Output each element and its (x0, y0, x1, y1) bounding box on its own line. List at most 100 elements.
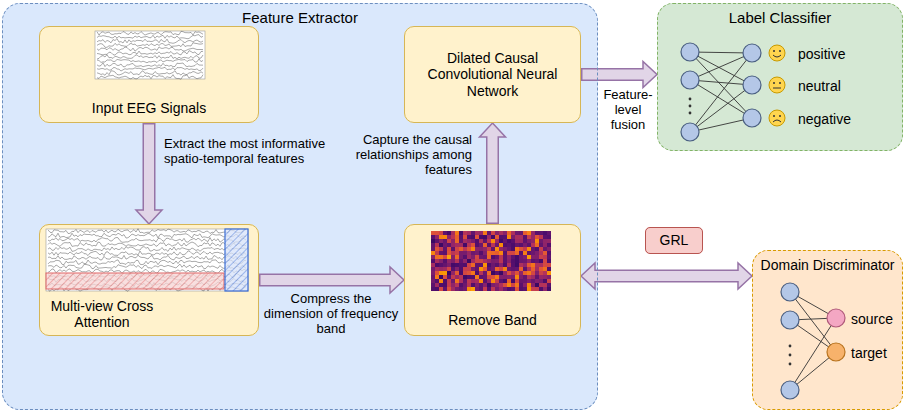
heat-cell (439, 275, 443, 279)
heat-cell (547, 259, 551, 263)
heat-cell (435, 247, 439, 251)
heat-cell (507, 243, 511, 247)
heat-cell (531, 283, 535, 287)
heat-cell (447, 231, 451, 235)
heat-cell (435, 283, 439, 287)
heatmap (431, 231, 551, 291)
heat-cell (463, 231, 467, 235)
heat-cell (447, 247, 451, 251)
heat-cell (503, 255, 507, 259)
heat-cell (543, 271, 547, 275)
heat-cell (539, 235, 543, 239)
flow-arrow (480, 123, 506, 224)
heat-cell (531, 275, 535, 279)
eeg-trace (48, 247, 246, 252)
heat-cell (459, 271, 463, 275)
heat-cell (499, 259, 503, 263)
heat-cell (519, 243, 523, 247)
heat-cell (475, 247, 479, 251)
heat-cell (467, 243, 471, 247)
eeg-trace (48, 251, 246, 256)
heat-cell (479, 239, 483, 243)
eeg-trace (97, 39, 203, 44)
heat-cell (439, 239, 443, 243)
heat-cell (531, 271, 535, 275)
heat-cell (515, 259, 519, 263)
heat-cell (523, 235, 527, 239)
heat-cell (503, 235, 507, 239)
heat-cell (531, 235, 535, 239)
heat-cell (435, 275, 439, 279)
heat-cell (483, 251, 487, 255)
discriminator-panel: Domain Discriminatorsourcetarget (752, 250, 903, 410)
heat-cell (539, 255, 543, 259)
heat-cell (539, 279, 543, 283)
neuron (781, 381, 799, 399)
heat-cell (495, 231, 499, 235)
heat-cell (443, 287, 447, 291)
eeg-trace (48, 255, 246, 260)
heat-cell (539, 267, 543, 271)
heat-cell (447, 259, 451, 263)
heat-cell (439, 251, 443, 255)
heat-cell (503, 263, 507, 267)
heat-cell (519, 283, 523, 287)
heat-cell (479, 283, 483, 287)
neuron (743, 44, 761, 62)
heat-cell (451, 275, 455, 279)
heat-cell (519, 231, 523, 235)
heat-cell (435, 231, 439, 235)
heat-cell (479, 275, 483, 279)
heat-cell (523, 263, 527, 267)
eeg-trace (48, 233, 246, 238)
heat-cell (451, 283, 455, 287)
heat-cell (447, 271, 451, 275)
node-title: Domain Discriminator (761, 257, 895, 273)
heat-cell (439, 263, 443, 267)
heat-cell (515, 251, 519, 255)
net-link (690, 53, 752, 80)
heat-cell (499, 231, 503, 235)
heat-cell (475, 275, 479, 279)
heat-cell (515, 239, 519, 243)
heat-cell (499, 275, 503, 279)
heat-cell (459, 267, 463, 271)
heat-cell (503, 243, 507, 247)
heat-cell (507, 287, 511, 291)
heat-cell (483, 279, 487, 283)
heat-cell (455, 283, 459, 287)
region-panel: Feature ExtractorInput EEG SignalsDilate… (2, 3, 598, 410)
heat-cell (515, 283, 519, 287)
heat-cell (443, 267, 447, 271)
heat-cell (527, 279, 531, 283)
heat-cell (511, 283, 515, 287)
discriminator-neurons (781, 283, 845, 399)
heat-cell (539, 271, 543, 275)
eeg-trace (48, 260, 246, 265)
heat-cell (479, 263, 483, 267)
heat-cell (463, 271, 467, 275)
heat-cell (467, 239, 471, 243)
heat-cell (467, 279, 471, 283)
heat-cell (523, 243, 527, 247)
heat-cell (491, 279, 495, 283)
heat-cell (539, 259, 543, 263)
heat-cell (487, 279, 491, 283)
heat-cell (451, 255, 455, 259)
eeg-trace (97, 55, 203, 59)
heat-cell (527, 235, 531, 239)
flow-arrow (581, 62, 657, 88)
heat-cell (515, 275, 519, 279)
heat-cell (435, 271, 439, 275)
heat-cell (503, 287, 507, 291)
heat-cell (471, 279, 475, 283)
heat-cell (439, 235, 443, 239)
heat-cell (451, 267, 455, 271)
heat-cell (535, 263, 539, 267)
heat-cell (463, 279, 467, 283)
heat-cell (511, 263, 515, 267)
process-box: Input EEG Signals (39, 26, 259, 123)
heat-cell (515, 243, 519, 247)
heat-cell (523, 247, 527, 251)
heat-cell (455, 239, 459, 243)
